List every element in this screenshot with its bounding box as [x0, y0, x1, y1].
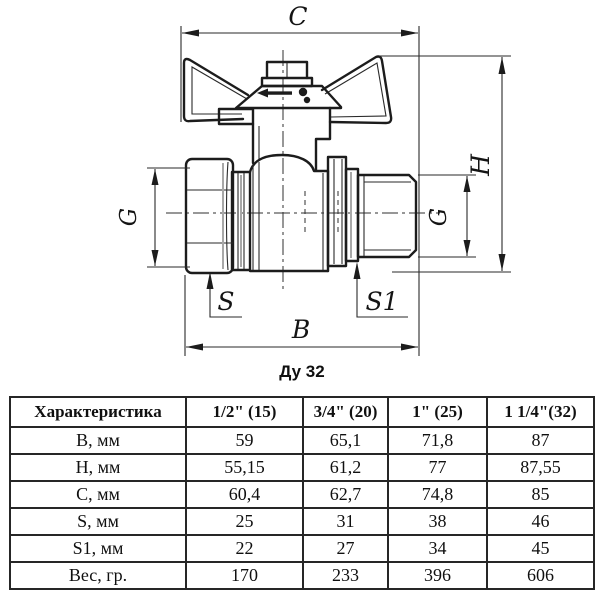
- table-cell: 46: [486, 507, 595, 536]
- table-cell: 25: [185, 507, 304, 536]
- hex-nut: [184, 157, 235, 275]
- table-header-size-15: 1/2" (15): [185, 396, 304, 428]
- valve-technical-drawing: C B H G G S S1 Ду 32: [116, 2, 511, 381]
- table-row-h: H, мм 55,15 61,2 77 87,55: [9, 453, 595, 482]
- table-cell: 87,55: [486, 453, 595, 482]
- table-row-s: S, мм 25 31 38 46: [9, 507, 595, 536]
- dimension-label-b: B: [291, 315, 310, 344]
- centerlines: [166, 50, 440, 291]
- table-cell: 233: [302, 561, 389, 590]
- table-cell: 31: [302, 507, 389, 536]
- table-cell: 27: [302, 534, 389, 563]
- table-cell: 55,15: [185, 453, 304, 482]
- table-row-c: C, мм 60,4 62,7 74,8 85: [9, 480, 595, 509]
- table-cell: 60,4: [185, 480, 304, 509]
- row-label: H, мм: [9, 453, 187, 482]
- flange-ring: [326, 155, 348, 268]
- row-label: B, мм: [9, 426, 187, 455]
- table-cell: 62,7: [302, 480, 389, 509]
- table-header-size-20: 3/4" (20): [302, 396, 389, 428]
- table-cell: 34: [387, 534, 488, 563]
- table-cell: 45: [486, 534, 595, 563]
- table-cell: 65,1: [302, 426, 389, 455]
- butterfly-handle: [182, 55, 393, 172]
- table-header-size-25: 1" (25): [387, 396, 488, 428]
- table-cell: 170: [185, 561, 304, 590]
- spec-table: Характеристика 1/2" (15) 3/4" (20) 1" (2…: [9, 396, 595, 590]
- dimension-label-g-left: G: [116, 208, 142, 226]
- table-cell: 38: [387, 507, 488, 536]
- table-cell: 77: [387, 453, 488, 482]
- dimension-label-c: C: [288, 2, 307, 31]
- dimension-lines: [147, 26, 511, 356]
- row-label: S, мм: [9, 507, 187, 536]
- drawing-caption: Ду 32: [279, 362, 324, 381]
- table-cell: 85: [486, 480, 595, 509]
- table-header-characteristic: Характеристика: [9, 396, 187, 428]
- row-label: S1, мм: [9, 534, 187, 563]
- table-cell: 61,2: [302, 453, 389, 482]
- table-header-row: Характеристика 1/2" (15) 3/4" (20) 1" (2…: [9, 396, 595, 428]
- table-row-weight: Вес, гр. 170 233 396 606: [9, 561, 595, 590]
- dimension-label-s1: S1: [365, 287, 398, 316]
- table-cell: 71,8: [387, 426, 488, 455]
- dimension-label-g-right: G: [426, 208, 452, 226]
- table-cell: 396: [387, 561, 488, 590]
- table-cell: 87: [486, 426, 595, 455]
- dimension-label-h: H: [466, 153, 495, 177]
- dimension-label-s: S: [217, 287, 234, 316]
- table-cell: 22: [185, 534, 304, 563]
- table-cell: 606: [486, 561, 595, 590]
- table-header-size-32: 1 1/4"(32): [486, 396, 595, 428]
- row-label: Вес, гр.: [9, 561, 187, 590]
- table-row-s1: S1, мм 22 27 34 45: [9, 534, 595, 563]
- table-cell: 59: [185, 426, 304, 455]
- flow-direction-arrow-icon: [257, 88, 292, 98]
- table-cell: 74,8: [387, 480, 488, 509]
- male-thread-end: [326, 155, 418, 268]
- table-row-b: B, мм 59 65,1 71,8 87: [9, 426, 595, 455]
- row-label: C, мм: [9, 480, 187, 509]
